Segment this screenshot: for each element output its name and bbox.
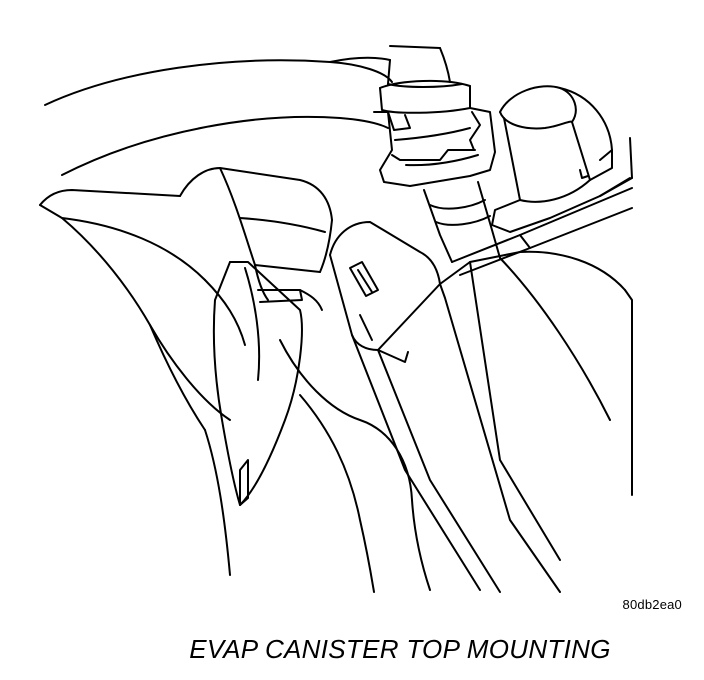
vent-hose — [387, 45, 501, 263]
figure-caption: EVAP CANISTER TOP MOUNTING — [189, 634, 611, 664]
fender-wall — [39, 189, 246, 431]
mounting-bracket — [179, 167, 333, 301]
hose-quick-connector — [373, 79, 496, 187]
mounting-rail — [451, 177, 633, 276]
retaining-clip — [212, 261, 323, 506]
solenoid-valve — [491, 85, 633, 233]
body-panel-outline — [44, 56, 393, 176]
figure-reference-code: 80db2ea0 — [622, 597, 682, 612]
evap-canister — [329, 221, 633, 593]
lower-body-panel — [204, 339, 431, 593]
